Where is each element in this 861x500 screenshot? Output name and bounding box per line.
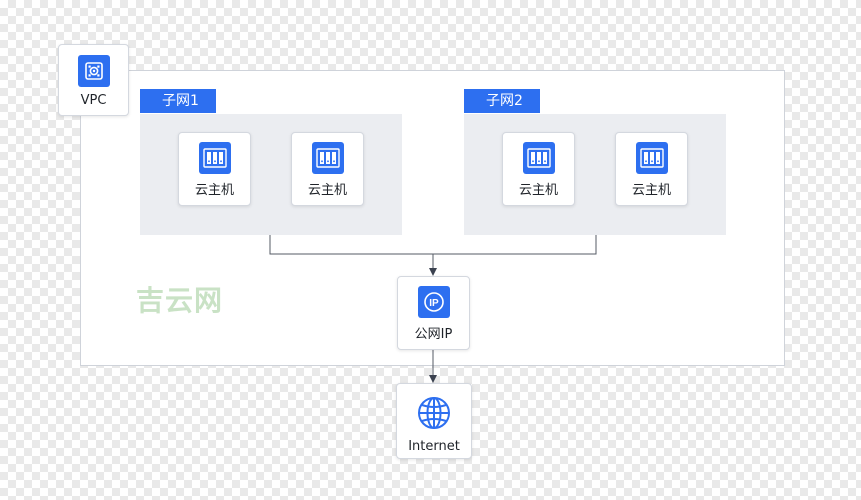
host-node: 云主机 — [178, 132, 251, 206]
server-icon — [522, 142, 555, 174]
subnet1-tab: 子网1 — [140, 89, 216, 113]
host-node: 云主机 — [502, 132, 575, 206]
vpc-node: VPC — [58, 44, 129, 116]
vpc-label: VPC — [80, 93, 107, 108]
server-icon — [311, 142, 344, 174]
watermark: 吉云网 — [136, 284, 224, 317]
public-ip-node: IP 公网IP — [397, 276, 470, 350]
globe-icon — [416, 395, 452, 435]
vpc-icon — [77, 55, 110, 87]
server-icon — [635, 142, 668, 174]
host-label: 云主机 — [631, 183, 671, 198]
ip-icon: IP — [417, 286, 450, 318]
host-node: 云主机 — [615, 132, 688, 206]
svg-text:IP: IP — [429, 298, 439, 309]
host-label: 云主机 — [518, 183, 558, 198]
public-ip-label: 公网IP — [414, 327, 453, 342]
host-node: 云主机 — [291, 132, 364, 206]
host-label: 云主机 — [194, 183, 234, 198]
server-icon — [198, 142, 231, 174]
internet-label: Internet — [408, 439, 460, 454]
subnet2-tab: 子网2 — [464, 89, 540, 113]
internet-node: Internet — [396, 383, 472, 459]
host-label: 云主机 — [307, 183, 347, 198]
